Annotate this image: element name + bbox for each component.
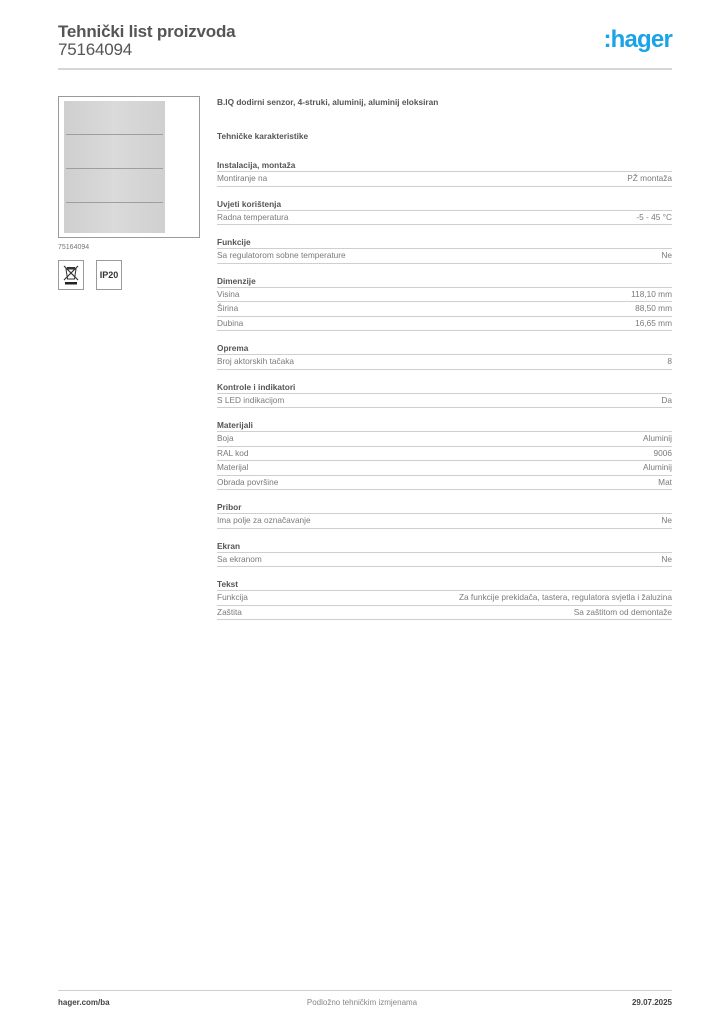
spec-label: Dubina	[217, 317, 244, 328]
spec-value: Aluminij	[642, 462, 672, 472]
product-number: 75164094	[58, 40, 133, 59]
spec-label: Boja	[217, 433, 234, 443]
spec-group-conditions: Uvjeti korištenja Radna temperatura -5 - …	[217, 198, 672, 225]
spec-value: 88,50 mm	[635, 303, 672, 313]
group-title: Uvjeti korištenja	[217, 198, 672, 211]
spec-group-equipment: Oprema Broj aktorskih tačaka 8	[217, 342, 672, 370]
spec-value: Da	[661, 394, 672, 405]
group-title: Ekran	[217, 540, 672, 553]
spec-row: Broj aktorskih tačaka 8	[217, 355, 672, 370]
spec-row: Dubina 16,65 mm	[217, 317, 672, 331]
plate-divider-line	[66, 134, 163, 135]
spec-label: Materijal	[217, 462, 249, 472]
plate-divider-line	[66, 202, 163, 203]
group-title: Pribor	[217, 501, 672, 514]
group-title: Kontrole i indikatori	[217, 381, 672, 394]
spec-label: RAL kod	[217, 447, 249, 458]
spec-row: Visina 118,10 mm	[217, 288, 672, 302]
spec-label: Ima polje za označavanje	[217, 515, 311, 525]
spec-group-screen: Ekran Sa ekranom Ne	[217, 540, 672, 567]
spec-label: S LED indikacijom	[217, 394, 285, 405]
product-name: B.IQ dodirni senzor, 4-struki, aluminij,…	[217, 97, 439, 107]
spec-value: Ne	[661, 250, 672, 260]
technical-characteristics-heading: Tehničke karakteristike	[217, 131, 309, 141]
spec-value: Za funkcije prekidača, tastera, regulato…	[458, 592, 672, 602]
touch-sensor-plate	[64, 101, 165, 233]
spec-row: Ima polje za označavanje Ne	[217, 514, 672, 529]
spec-row: Materijal Aluminij	[217, 461, 672, 476]
hager-logo: :hager	[603, 26, 672, 53]
ip-rating-badge: IP20	[96, 260, 122, 290]
product-image	[58, 96, 200, 238]
spec-row: Radna temperatura -5 - 45 °C	[217, 211, 672, 225]
page-header: Tehnički list proizvoda 75164094 :hager	[58, 20, 673, 70]
group-title: Funkcije	[217, 236, 672, 249]
spec-row: Sa ekranom Ne	[217, 553, 672, 567]
spec-value: 8	[667, 356, 672, 366]
spec-row: Zaštita Sa zaštitom od demontaže	[217, 606, 672, 620]
spec-label: Broj aktorskih tačaka	[217, 356, 295, 366]
spec-value: 9006	[653, 447, 672, 458]
spec-group-controls: Kontrole i indikatori S LED indikacijom D…	[217, 381, 672, 408]
image-caption: 75164094	[58, 244, 90, 251]
spec-group-text: Tekst Funkcija Za funkcije prekidača, tas…	[217, 578, 672, 620]
group-title: Materijali	[217, 419, 672, 432]
spec-label: Zaštita	[217, 606, 242, 617]
header-divider	[58, 68, 672, 70]
spec-row: S LED indikacijom Da	[217, 394, 672, 408]
spec-row: Montiranje na PŽ montaža	[217, 172, 672, 187]
spec-row: Boja Aluminij	[217, 432, 672, 447]
footer-date: 29.07.2025	[631, 998, 672, 1007]
spec-label: Sa ekranom	[217, 553, 262, 564]
group-title: Instalacija, montaža	[217, 159, 672, 172]
spec-label: Obrada površine	[217, 476, 279, 487]
ip-rating-label: IP20	[99, 270, 119, 280]
group-title: Dimenzije	[217, 275, 672, 288]
spec-value: 118,10 mm	[631, 288, 672, 299]
spec-value: Aluminij	[642, 433, 672, 443]
group-title: Oprema	[217, 342, 672, 355]
spec-row: Obrada površine Mat	[217, 476, 672, 490]
spec-label: Širina	[217, 303, 239, 313]
spec-row: Sa regulatorom sobne temperature Ne	[217, 249, 672, 264]
spec-label: Montiranje na	[217, 173, 268, 183]
spec-value: Ne	[661, 553, 672, 564]
spec-value: Sa zaštitom od demontaže	[573, 606, 672, 617]
spec-value: 16,65 mm	[635, 317, 672, 328]
weee-crossed-bin-icon	[63, 265, 79, 285]
spec-label: Funkcija	[217, 592, 248, 602]
spec-row: Funkcija Za funkcije prekidača, tastera, …	[217, 591, 672, 606]
spec-value: -5 - 45 °C	[636, 211, 672, 222]
plate-divider-line	[66, 168, 163, 169]
spec-value: PŽ montaža	[627, 173, 672, 183]
spec-group-installation: Instalacija, montaža Montiranje na PŽ mon…	[217, 159, 672, 187]
spec-label: Sa regulatorom sobne temperature	[217, 250, 346, 260]
specifications: B.IQ dodirni senzor, 4-struki, aluminij,…	[217, 96, 672, 631]
footer-website-link[interactable]: hager.com/ba	[58, 998, 110, 1007]
spec-group-dimensions: Dimenzije Visina 118,10 mm Širina 88,50 mm…	[217, 275, 672, 331]
document-title: Tehnički list proizvoda	[58, 22, 236, 41]
footer-divider	[58, 990, 672, 991]
spec-label: Visina	[217, 288, 240, 299]
spec-group-functions: Funkcije Sa regulatorom sobne temperatur…	[217, 236, 672, 264]
spec-row: RAL kod 9006	[217, 447, 672, 461]
spec-label: Radna temperatura	[217, 211, 289, 222]
footer-note: Podložno tehničkim izmjenama	[306, 998, 418, 1007]
spec-value: Mat	[658, 476, 672, 487]
spec-value: Ne	[661, 515, 672, 525]
group-title: Tekst	[217, 578, 672, 591]
spec-row: Širina 88,50 mm	[217, 302, 672, 317]
weee-badge	[58, 260, 84, 290]
spec-group-accessories: Pribor Ima polje za označavanje Ne	[217, 501, 672, 529]
